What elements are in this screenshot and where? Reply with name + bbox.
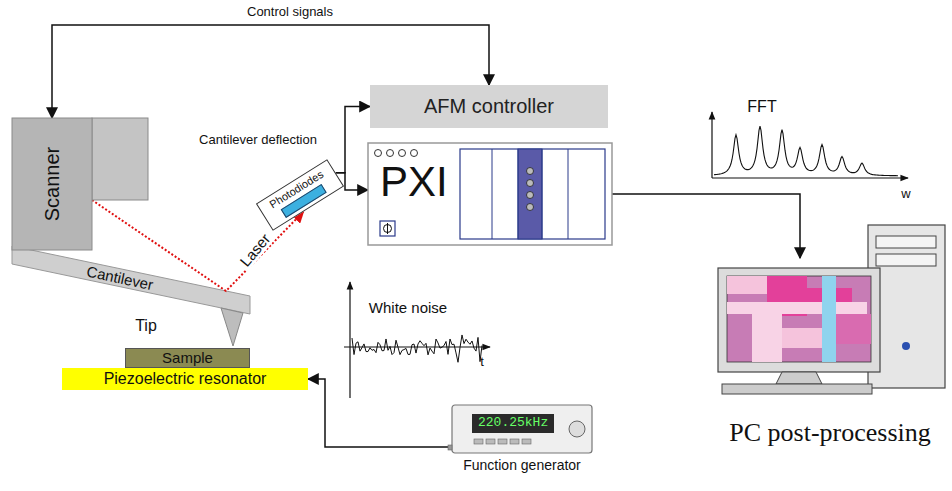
axis-label: t <box>480 355 484 370</box>
indicator-led <box>375 150 382 157</box>
daq-module <box>518 149 542 239</box>
module-port <box>527 204 534 211</box>
drawn-part <box>711 112 712 178</box>
module-port <box>527 168 534 175</box>
output-jack <box>448 445 452 450</box>
screen-cell <box>782 328 822 348</box>
slot-divider <box>568 149 569 239</box>
module-port <box>527 192 534 199</box>
generator-button <box>474 439 483 444</box>
piezo-resonator: Piezoelectric resonator <box>62 368 308 390</box>
slot-divider <box>492 149 493 239</box>
signal-arrow <box>612 194 800 258</box>
power-symbol <box>387 223 388 234</box>
sample-block: Sample <box>125 348 250 368</box>
slot-divider <box>518 149 519 239</box>
node-text: Scanner <box>41 147 64 222</box>
node-text: Piezoelectric resonator <box>104 370 267 388</box>
slot-divider <box>542 149 543 239</box>
power-led <box>902 342 910 350</box>
part-label: Tip <box>135 317 157 335</box>
part-label: Cantilever <box>85 263 155 294</box>
generator-body <box>452 405 592 453</box>
screen-cell <box>752 314 782 362</box>
node-text: PC post-processing <box>729 418 931 448</box>
scanner-block-outline <box>12 118 148 250</box>
node-text: 220.25kHz <box>472 414 554 433</box>
generator-button <box>486 439 495 444</box>
scanner-head <box>92 118 148 200</box>
monitor-screen <box>727 276 871 362</box>
monitor-stand <box>776 372 822 384</box>
screen-cell <box>822 276 836 362</box>
indicator-led <box>411 150 418 157</box>
scanner-body <box>12 118 92 250</box>
fft-plot <box>712 112 908 178</box>
monitor-base <box>722 384 872 394</box>
chassis-outline <box>368 143 612 245</box>
edge-label: Control signals <box>245 5 335 20</box>
plot-title: White noise <box>369 299 447 316</box>
screen-cell <box>727 302 867 314</box>
node-text: PXI <box>380 161 448 203</box>
drive-bay <box>876 236 936 248</box>
fft-curve <box>714 126 898 176</box>
screen-cell <box>727 276 767 294</box>
plot-title: FFT <box>747 98 776 116</box>
node-text: Sample <box>162 349 213 366</box>
controller-box: AFM controller <box>370 85 608 128</box>
signal-arrow <box>336 107 370 173</box>
generator-button <box>498 439 507 444</box>
drive-bay <box>876 254 936 266</box>
drawn-part <box>712 177 908 178</box>
afm-tip <box>221 308 243 346</box>
cantilever-beam <box>12 246 250 314</box>
generator-button <box>522 439 531 444</box>
noise-plot <box>344 282 490 398</box>
node-text: AFM controller <box>424 95 554 118</box>
monitor-frame <box>718 268 880 372</box>
pxi-chassis: PXI <box>368 143 612 245</box>
generator-knob <box>569 421 585 437</box>
function-generator: 220.25kHzFunction generator <box>452 405 592 485</box>
indicator-led <box>387 150 394 157</box>
module-bay <box>460 149 605 239</box>
power-switch <box>380 221 395 236</box>
indicator-led <box>399 150 406 157</box>
module-port <box>527 180 534 187</box>
node-text: Function generator <box>452 457 592 473</box>
screen-cell <box>836 314 871 344</box>
drawn-part <box>349 282 350 398</box>
photodiode-box: Photodiodes <box>256 159 344 231</box>
scanner-block: Scanner <box>12 118 148 250</box>
computer: PC post-processing <box>712 258 948 448</box>
generator-button <box>510 439 519 444</box>
edge-label: Laser <box>235 229 275 272</box>
signal-arrow <box>308 379 452 447</box>
axis-label: w <box>901 187 910 202</box>
noise-curve <box>352 335 482 362</box>
edge-label: Cantilever deflection <box>197 133 319 148</box>
